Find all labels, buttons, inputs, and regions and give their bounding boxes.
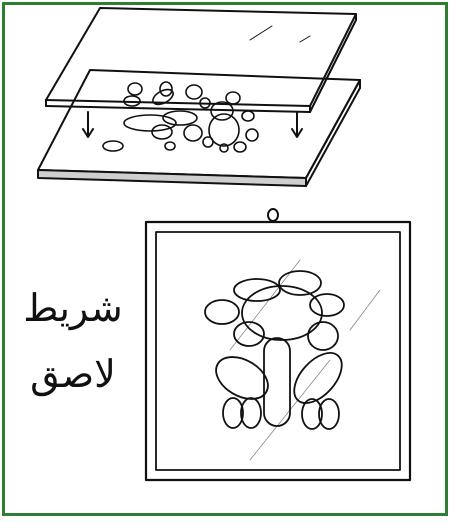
label-line-adhesive: لاصق [14,352,132,396]
label-line-tape: شريط [14,286,132,330]
pebble-flower [205,271,351,429]
framed-picture [146,222,410,480]
hanging-hook-icon [268,209,278,221]
